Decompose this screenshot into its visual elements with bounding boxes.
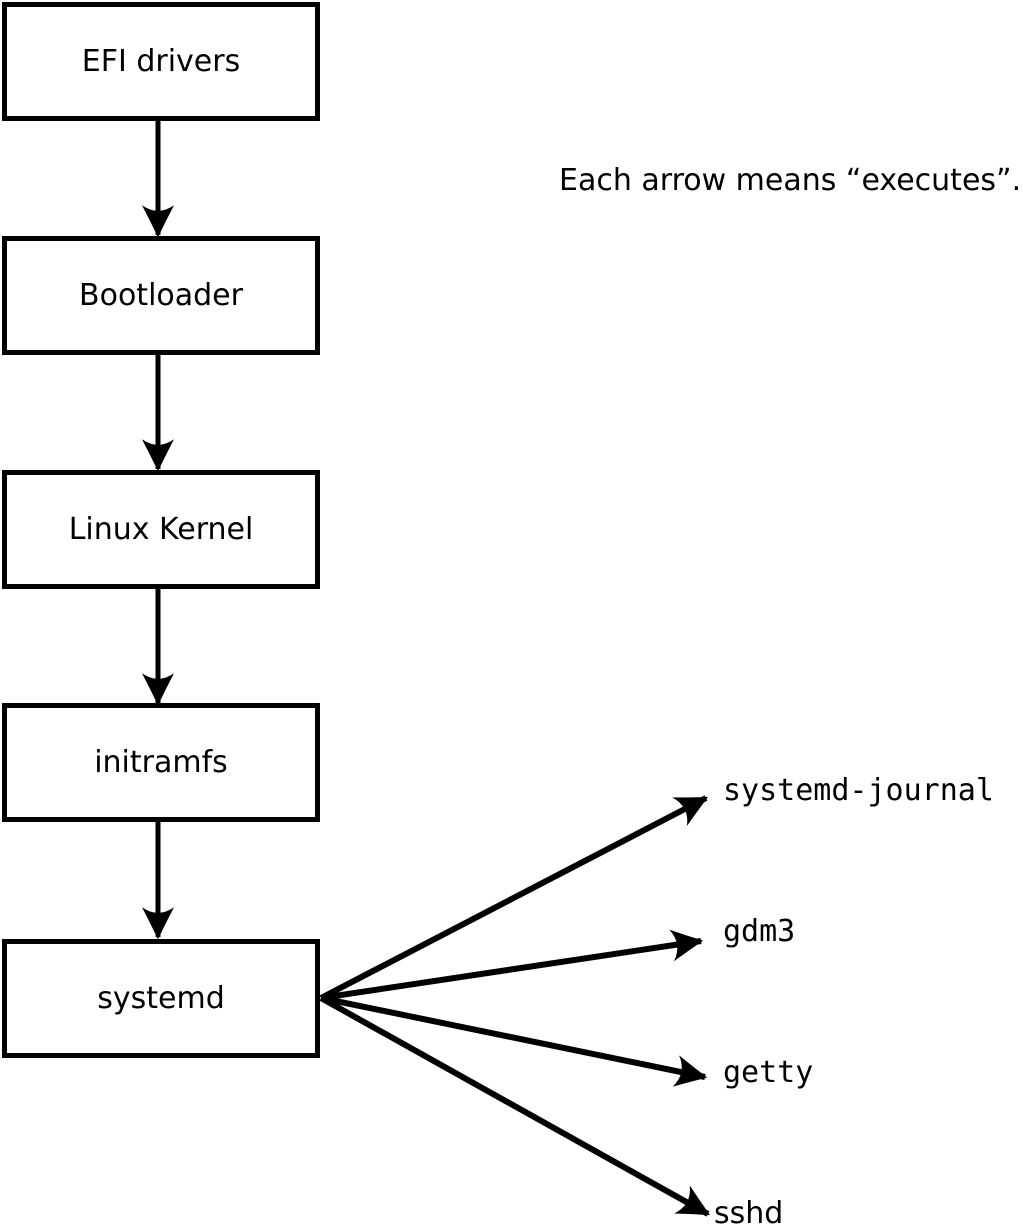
label-systemd-journal: systemd-journal <box>723 773 994 808</box>
arrow-systemd-to-getty <box>320 995 708 1087</box>
box-efi-drivers: EFI drivers <box>2 2 320 121</box>
box-linux-kernel: Linux Kernel <box>2 470 320 589</box>
arrow-systemd-to-systemd-journal <box>319 795 708 1001</box>
box-initramfs: initramfs <box>2 703 320 822</box>
box-systemd: systemd <box>2 939 320 1058</box>
label-getty: getty <box>723 1055 814 1090</box>
arrow-systemd-to-gdm3 <box>320 929 704 1001</box>
box-initramfs-label: initramfs <box>94 745 228 780</box>
box-bootloader-label: Bootloader <box>79 278 243 313</box>
arrow-systemd-to-sshd <box>319 995 710 1217</box>
arrow-meaning-note: Each arrow means “executes”. <box>559 163 1022 198</box>
box-linux-kernel-label: Linux Kernel <box>68 512 254 547</box>
box-systemd-label: systemd <box>97 981 225 1016</box>
label-gdm3: gdm3 <box>723 914 796 949</box>
box-bootloader: Bootloader <box>2 236 320 355</box>
box-efi-drivers-label: EFI drivers <box>81 44 241 79</box>
label-sshd: sshd <box>714 1196 784 1230</box>
